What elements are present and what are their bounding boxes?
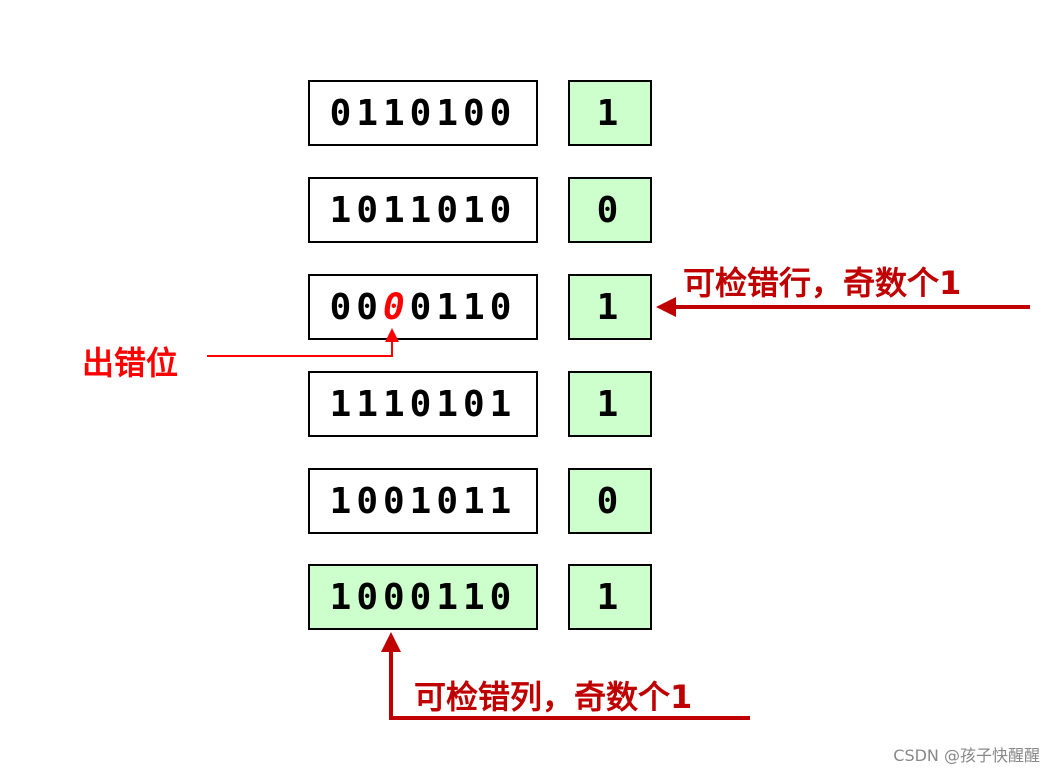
parity-bit-6: 1 — [568, 564, 652, 630]
error-bit-label: 出错位 — [82, 344, 179, 382]
parity-bit-2: 0 — [568, 177, 652, 243]
parity-bit-4: 1 — [568, 371, 652, 437]
data-row-2: 1011010 — [308, 177, 538, 243]
parity-value: 0 — [596, 189, 624, 231]
data-bits: 1000110 — [329, 576, 517, 618]
data-bits: 0110100 — [329, 92, 517, 134]
column-check-label: 可检错列，奇数个1 — [414, 678, 693, 716]
data-bits: 1110101 — [329, 383, 517, 425]
data-row-5: 1001011 — [308, 468, 538, 534]
data-row-1: 0110100 — [308, 80, 538, 146]
column-check-arrowhead — [381, 632, 401, 652]
parity-bit-5: 0 — [568, 468, 652, 534]
error-bit-arrowhead — [385, 328, 399, 342]
parity-bit-1: 1 — [568, 80, 652, 146]
row-check-label: 可检错行，奇数个1 — [683, 264, 962, 302]
parity-value: 1 — [596, 92, 624, 134]
parity-value: 1 — [596, 576, 624, 618]
parity-value: 1 — [596, 383, 624, 425]
column-parity-row: 1000110 — [308, 564, 538, 630]
data-bits: 1001011 — [329, 480, 517, 522]
data-row-4: 1110101 — [308, 371, 538, 437]
data-bits: 0000110 — [329, 286, 517, 328]
column-check-arrow — [389, 650, 750, 720]
parity-value: 1 — [596, 286, 624, 328]
error-bit-arrow — [207, 338, 393, 357]
parity-bit-3: 1 — [568, 274, 652, 340]
data-row-3: 0000110 — [308, 274, 538, 340]
data-bits: 1011010 — [329, 189, 517, 231]
row-check-arrowhead — [656, 297, 676, 317]
watermark: CSDN @孩子快醒醒 — [893, 746, 1040, 765]
parity-value: 0 — [596, 480, 624, 522]
error-bit: 0 — [382, 286, 410, 328]
